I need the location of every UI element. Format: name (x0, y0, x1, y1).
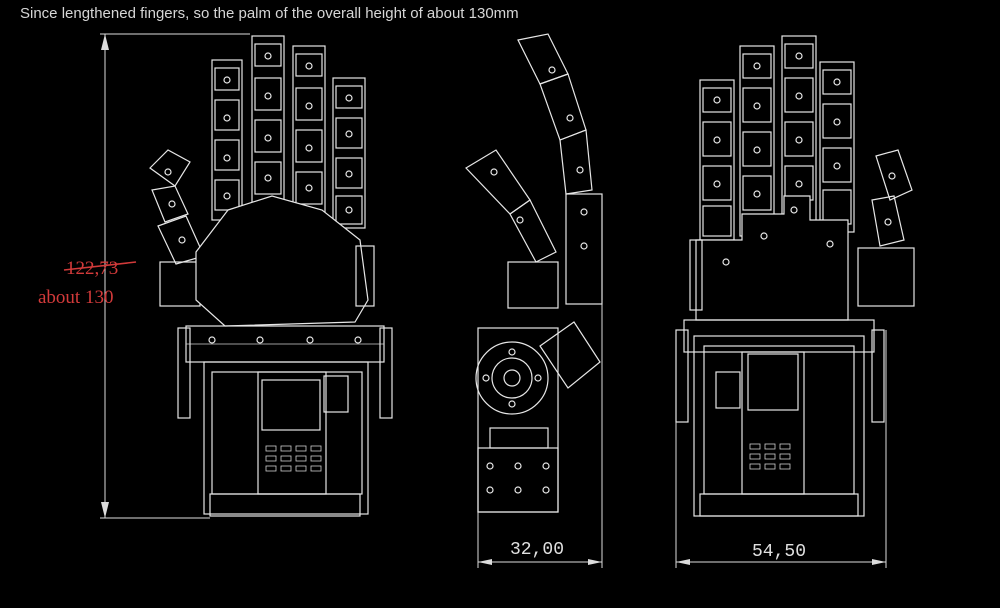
caption-text: Since lengthened fingers, so the palm of… (20, 5, 519, 22)
back-servo-vent (749, 443, 791, 470)
old-height-label: 122,73 (66, 258, 118, 279)
front-fingers (211, 35, 366, 229)
side-width-label: 32,00 (510, 540, 564, 560)
back-view: 54,50 (675, 35, 915, 568)
side-view: 32,00 (465, 33, 603, 568)
back-width-label: 54,50 (752, 542, 806, 562)
new-height-label: about 130 (38, 287, 113, 308)
front-height-dimension (100, 33, 250, 519)
front-servo (177, 325, 393, 517)
side-width-dimension: 32,00 (477, 300, 603, 568)
front-view: 122,73 about 130 (38, 33, 393, 519)
front-servo-vent (265, 445, 322, 472)
back-width-dimension: 54,50 (675, 330, 887, 568)
height-annotation: 122,73 about 130 (38, 258, 137, 308)
front-palm (195, 195, 369, 327)
